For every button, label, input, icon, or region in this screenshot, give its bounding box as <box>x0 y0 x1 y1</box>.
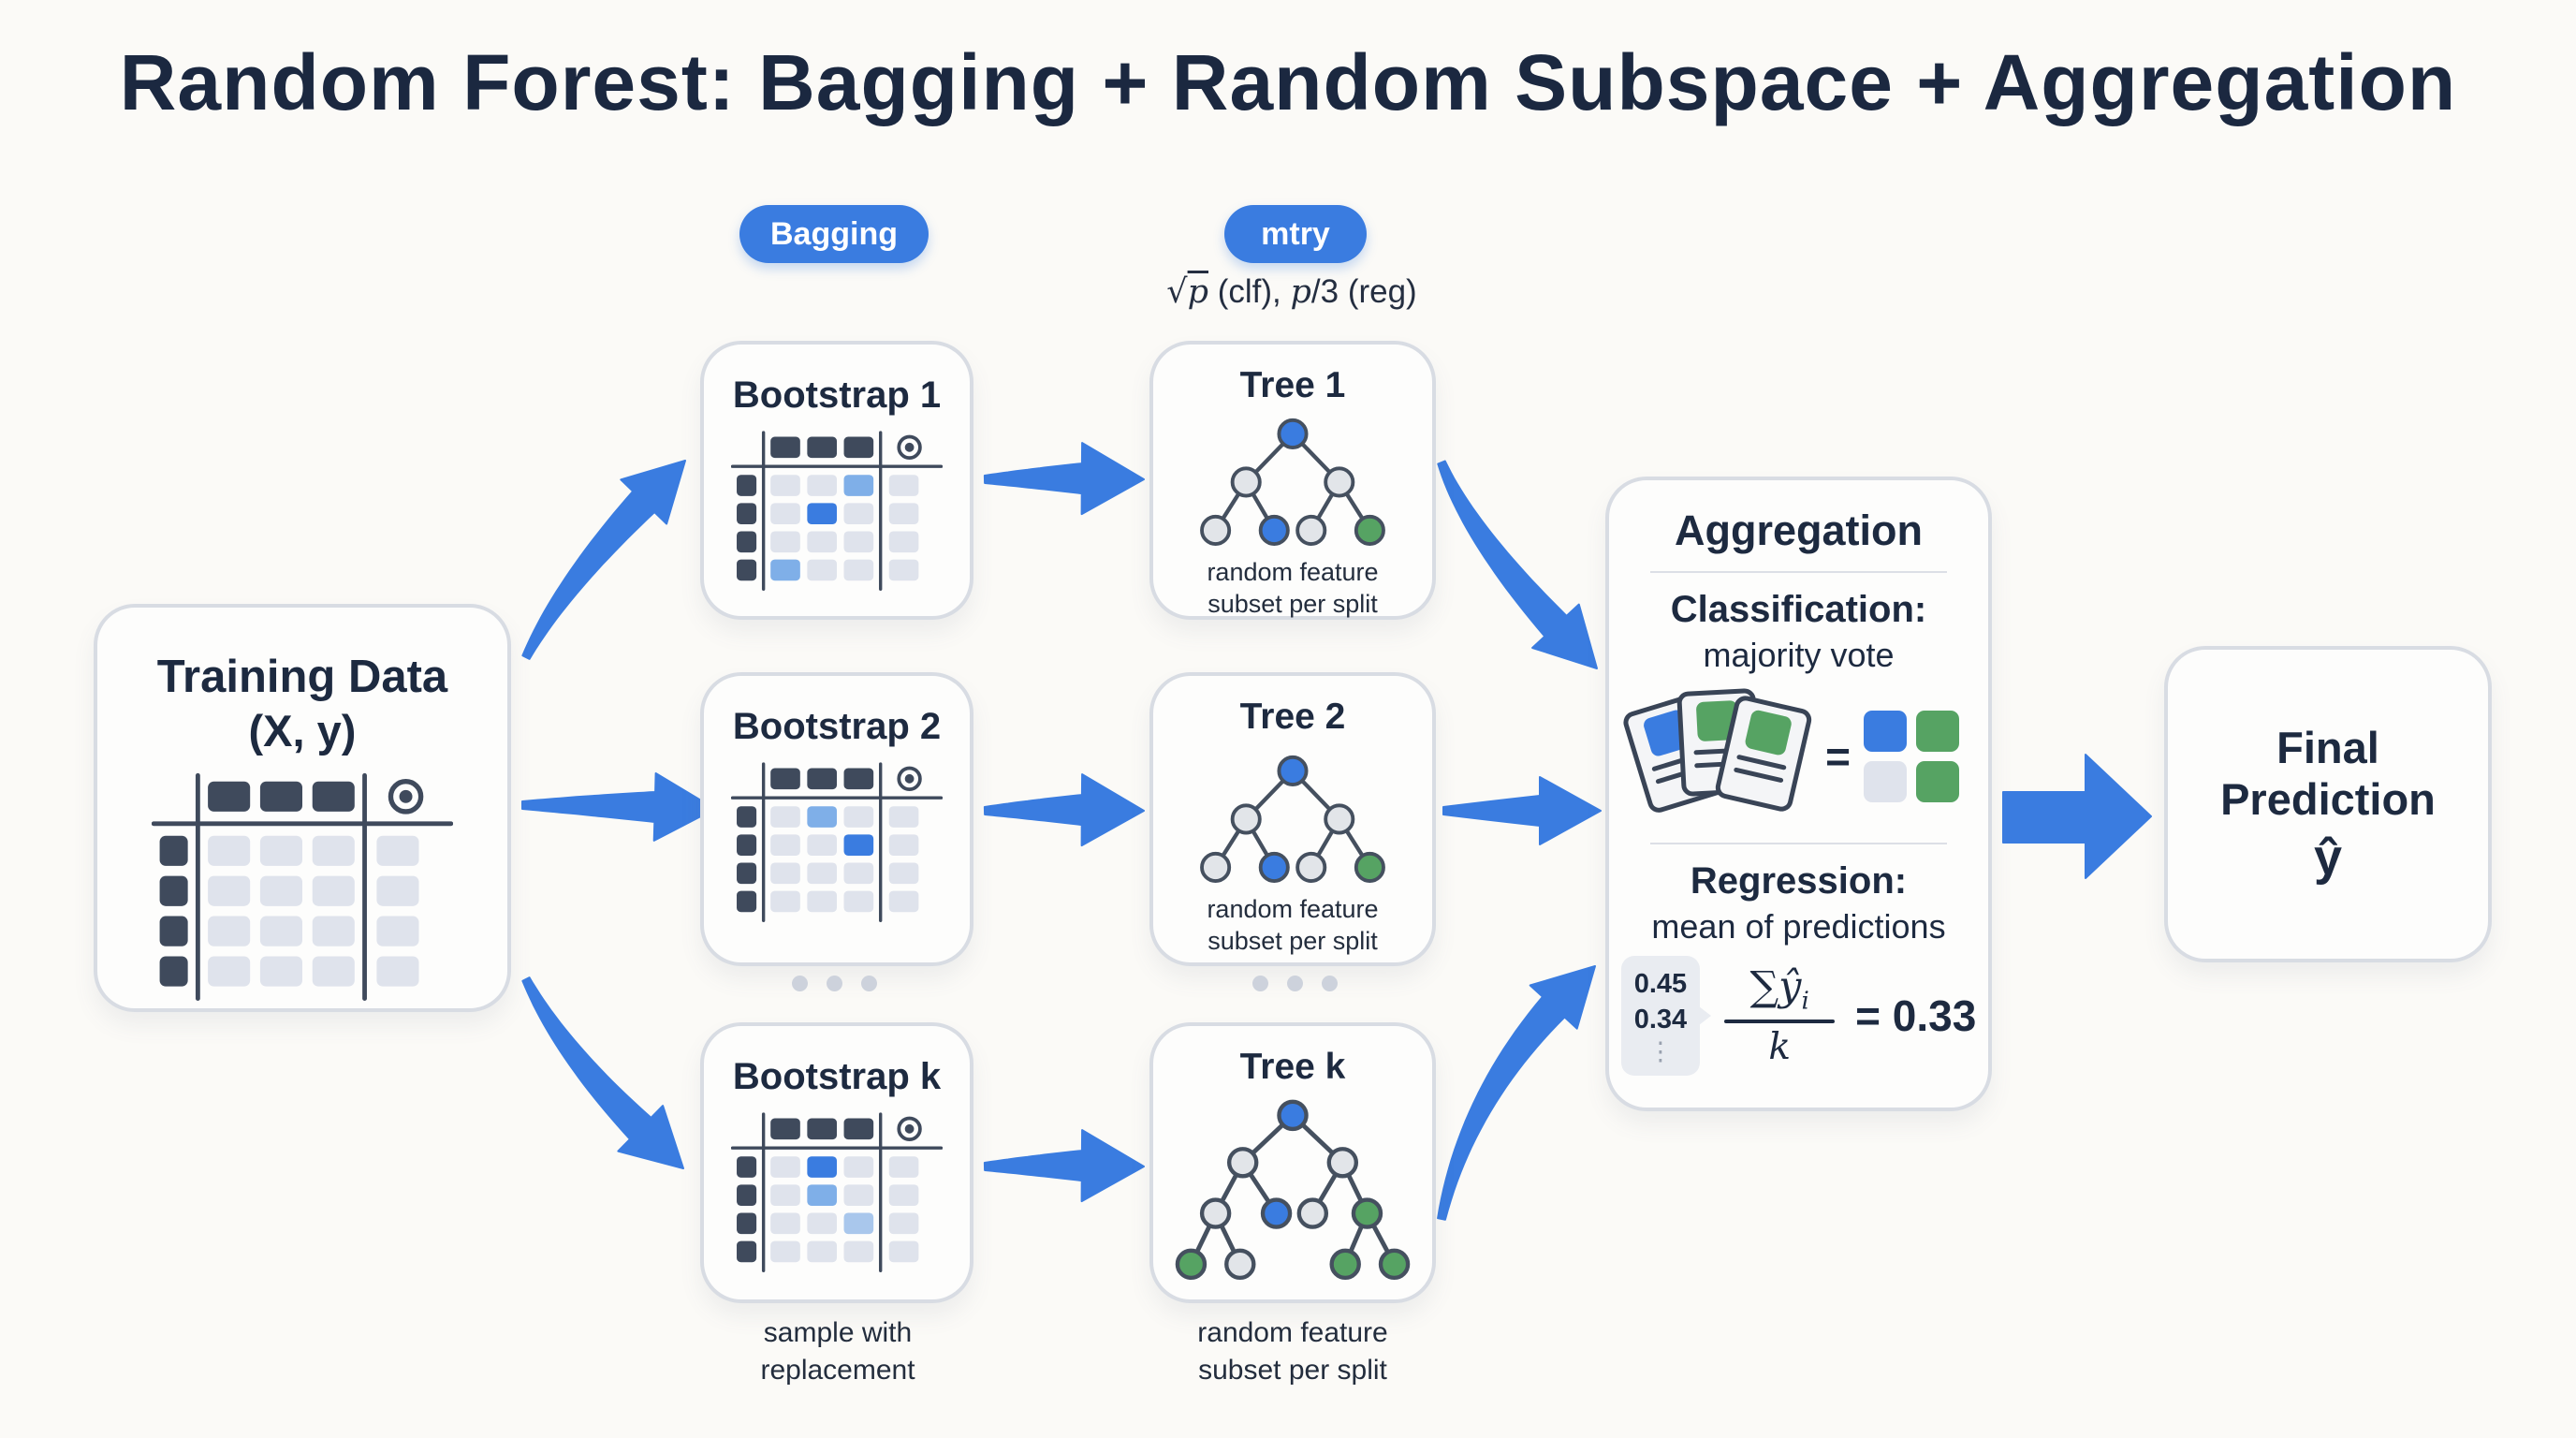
tree-1-icon <box>1196 414 1389 550</box>
ballot-cards-icon <box>1620 686 1814 827</box>
tree-k-label: Tree k <box>1239 1047 1346 1087</box>
tree-k-icon <box>1175 1097 1411 1284</box>
tree-k-box: Tree k <box>1149 1022 1436 1303</box>
clf-text: (clf), <box>1208 273 1291 310</box>
final-prediction-title: Final Prediction <box>2220 722 2436 824</box>
vote-cell <box>1863 711 1907 752</box>
divider <box>1649 843 1948 844</box>
regression-sub: mean of predictions <box>1651 907 1946 946</box>
regression-label: Regression: <box>1690 860 1908 902</box>
vote-result-grid-icon <box>1863 711 1959 802</box>
bootstrap-2-table-icon <box>731 761 943 923</box>
vote-cell <box>1915 711 1959 752</box>
tree-ellipsis-icon <box>1252 976 1338 991</box>
bootstrap-k-box: Bootstrap k <box>700 1022 973 1303</box>
bootstrap-2-label: Bootstrap 2 <box>732 706 942 747</box>
final-prediction-box: Final Prediction ŷ <box>2164 646 2492 962</box>
tree-2-box: Tree 2 random feature subset per split <box>1149 672 1436 966</box>
bootstrap-ellipsis-icon <box>792 976 877 991</box>
predictions-tag: 0.45 0.34 ⋮ <box>1620 956 1712 1077</box>
p-variable: p <box>1187 273 1208 311</box>
y-hat-symbol: ŷ <box>2313 829 2343 887</box>
vote-cell <box>1863 761 1907 802</box>
bootstrap-caption: sample with replacement <box>760 1317 915 1386</box>
classification-sub: majority vote <box>1703 636 1895 674</box>
bootstrap-1-table-icon <box>731 430 943 592</box>
tree-1-box: Tree 1 random feature subset per split <box>1149 341 1436 620</box>
bootstrap-k-label: Bootstrap k <box>732 1056 942 1097</box>
tree-1-caption: random feature subset per split <box>1207 557 1379 618</box>
reg-text: (reg) <box>1339 273 1417 310</box>
tree-2-icon <box>1196 751 1389 888</box>
training-data-box: Training Data (X, y) <box>94 604 511 1012</box>
over-3: /3 <box>1310 273 1339 310</box>
bootstrap-1-box: Bootstrap 1 <box>700 341 973 620</box>
p-variable-2: p <box>1290 273 1311 311</box>
training-data-title: Training Data <box>156 652 448 702</box>
mtry-formula: √p (clf), p/3 (reg) <box>1058 273 1526 311</box>
bootstrap-2-box: Bootstrap 2 <box>700 672 973 966</box>
fraction-bar <box>1724 1019 1836 1023</box>
training-data-subtitle: (X, y) <box>248 706 357 756</box>
tree-2-caption: random feature subset per split <box>1207 894 1379 955</box>
aggregation-box: Aggregation Classification: majority vot… <box>1605 477 1992 1111</box>
divider <box>1649 571 1948 573</box>
mean-prediction-visual: 0.45 0.34 ⋮ ∑ŷi k = 0.33 <box>1620 956 1977 1077</box>
bagging-badge: Bagging <box>739 205 929 263</box>
mean-formula: ∑ŷi k <box>1724 963 1836 1068</box>
sqrt-sign: √ <box>1166 273 1188 311</box>
tree-1-label: Tree 1 <box>1239 365 1346 405</box>
bootstrap-1-label: Bootstrap 1 <box>732 374 942 416</box>
data-table-icon <box>152 771 453 1003</box>
aggregation-title: Aggregation <box>1675 506 1923 554</box>
mean-result: = 0.33 <box>1855 991 1977 1041</box>
equals-sign: = <box>1825 732 1851 781</box>
tree-2-label: Tree 2 <box>1239 697 1346 737</box>
page-title: Random Forest: Bagging + Random Subspace… <box>119 38 2457 126</box>
mtry-badge: mtry <box>1224 205 1367 263</box>
tree-k-caption: random feature subset per split <box>1197 1317 1388 1386</box>
bootstrap-k-table-icon <box>731 1111 943 1273</box>
vote-cell <box>1915 761 1959 802</box>
majority-vote-visual: = <box>1620 686 1959 827</box>
classification-label: Classification: <box>1670 589 1927 630</box>
